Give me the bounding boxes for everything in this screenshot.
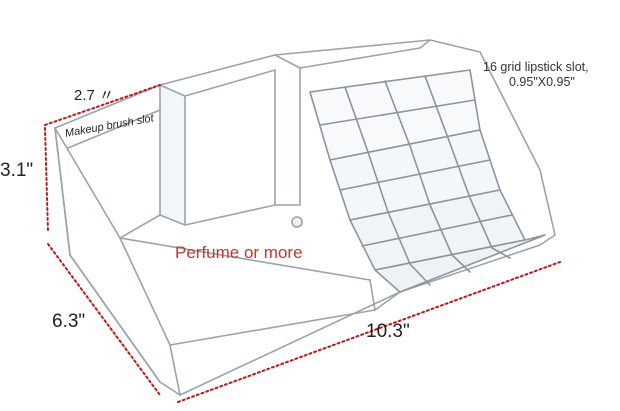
length-dimension: 10.3"	[366, 321, 410, 342]
lipstick-slot-label: 16 grid lipstick slot, 0.95"X0.95"	[483, 60, 589, 90]
depth-dimension: 6.3"	[52, 311, 86, 332]
lipstick-label-line1: 16 grid lipstick slot,	[483, 60, 589, 74]
lipstick-label-line2: 0.95"X0.95"	[509, 75, 575, 89]
top-width-dimension: 2.7 〃	[74, 87, 115, 104]
height-dimension: 3.1"	[0, 160, 34, 181]
perfume-label: Perfume or more	[175, 243, 303, 262]
